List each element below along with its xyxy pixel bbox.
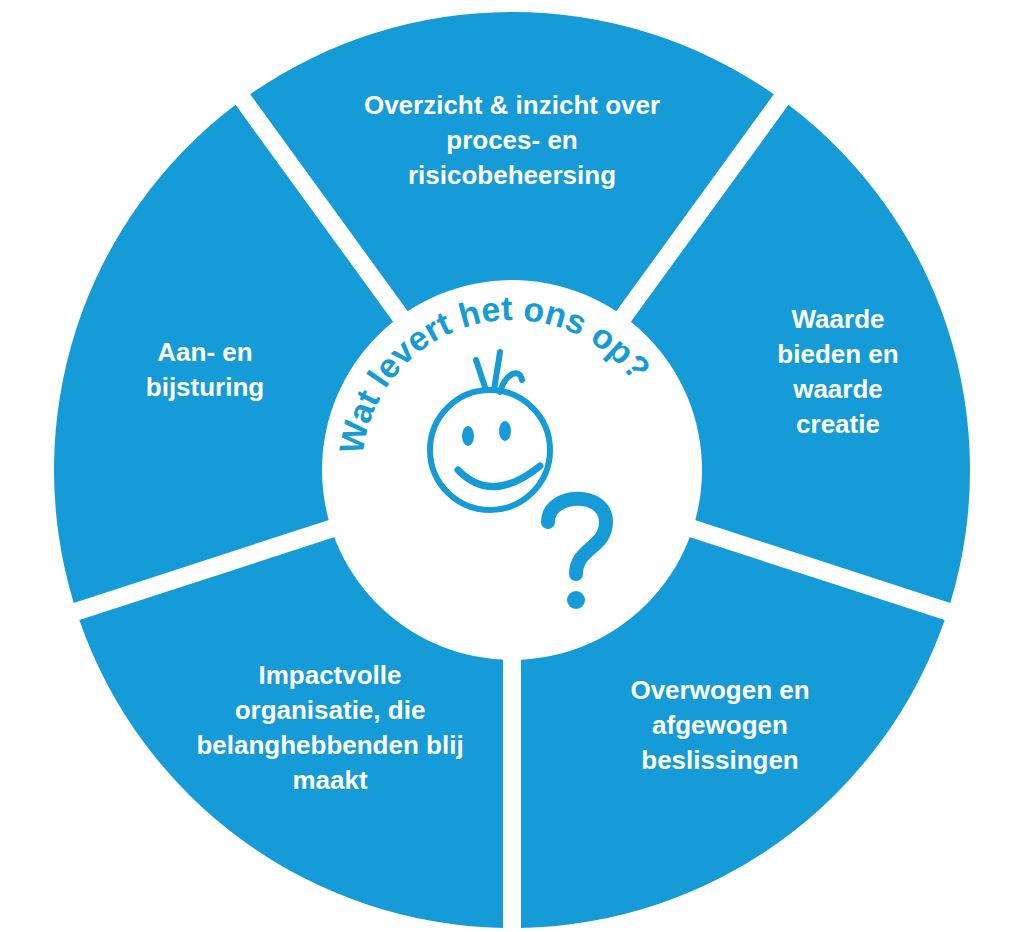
center-fill bbox=[322, 280, 702, 660]
smiley-hair bbox=[494, 352, 500, 390]
segment-label-box: Overzicht & inzicht over proces- en risi… bbox=[357, 88, 667, 193]
center-circle: Wat levert het ons op? bbox=[322, 280, 702, 660]
center-shape: Wat levert het ons op? bbox=[322, 280, 702, 660]
smiley-hair bbox=[476, 360, 486, 390]
segment-label-box: Overwogen en afgewogen beslissingen bbox=[600, 673, 840, 778]
smiley-eye bbox=[462, 426, 474, 446]
smiley-hair bbox=[500, 373, 522, 392]
segment-label-box: Waarde bieden en waarde creatie bbox=[751, 302, 926, 442]
question-mark-dot bbox=[567, 591, 585, 609]
segment-label: Overwogen en afgewogen beslissingen bbox=[600, 673, 840, 778]
segment-label-box: Aan- en bijsturing bbox=[115, 335, 295, 405]
question-mark bbox=[548, 499, 606, 574]
segment-label: Waarde bieden en waarde creatie bbox=[751, 302, 926, 442]
smiley-eye bbox=[499, 421, 511, 441]
segment-label: Aan- en bijsturing bbox=[115, 335, 295, 405]
segment-label: Overzicht & inzicht over proces- en risi… bbox=[357, 88, 667, 193]
smiley-head bbox=[430, 390, 550, 510]
segment-label: Impactvolle organisatie, die belanghebbe… bbox=[185, 658, 475, 798]
smiley-mouth bbox=[458, 466, 540, 487]
center-title: Wat levert het ons op? bbox=[332, 289, 659, 457]
center-curved-text-holder: Wat levert het ons op? bbox=[332, 289, 659, 457]
segment-label-box: Impactvolle organisatie, die belanghebbe… bbox=[185, 658, 475, 798]
